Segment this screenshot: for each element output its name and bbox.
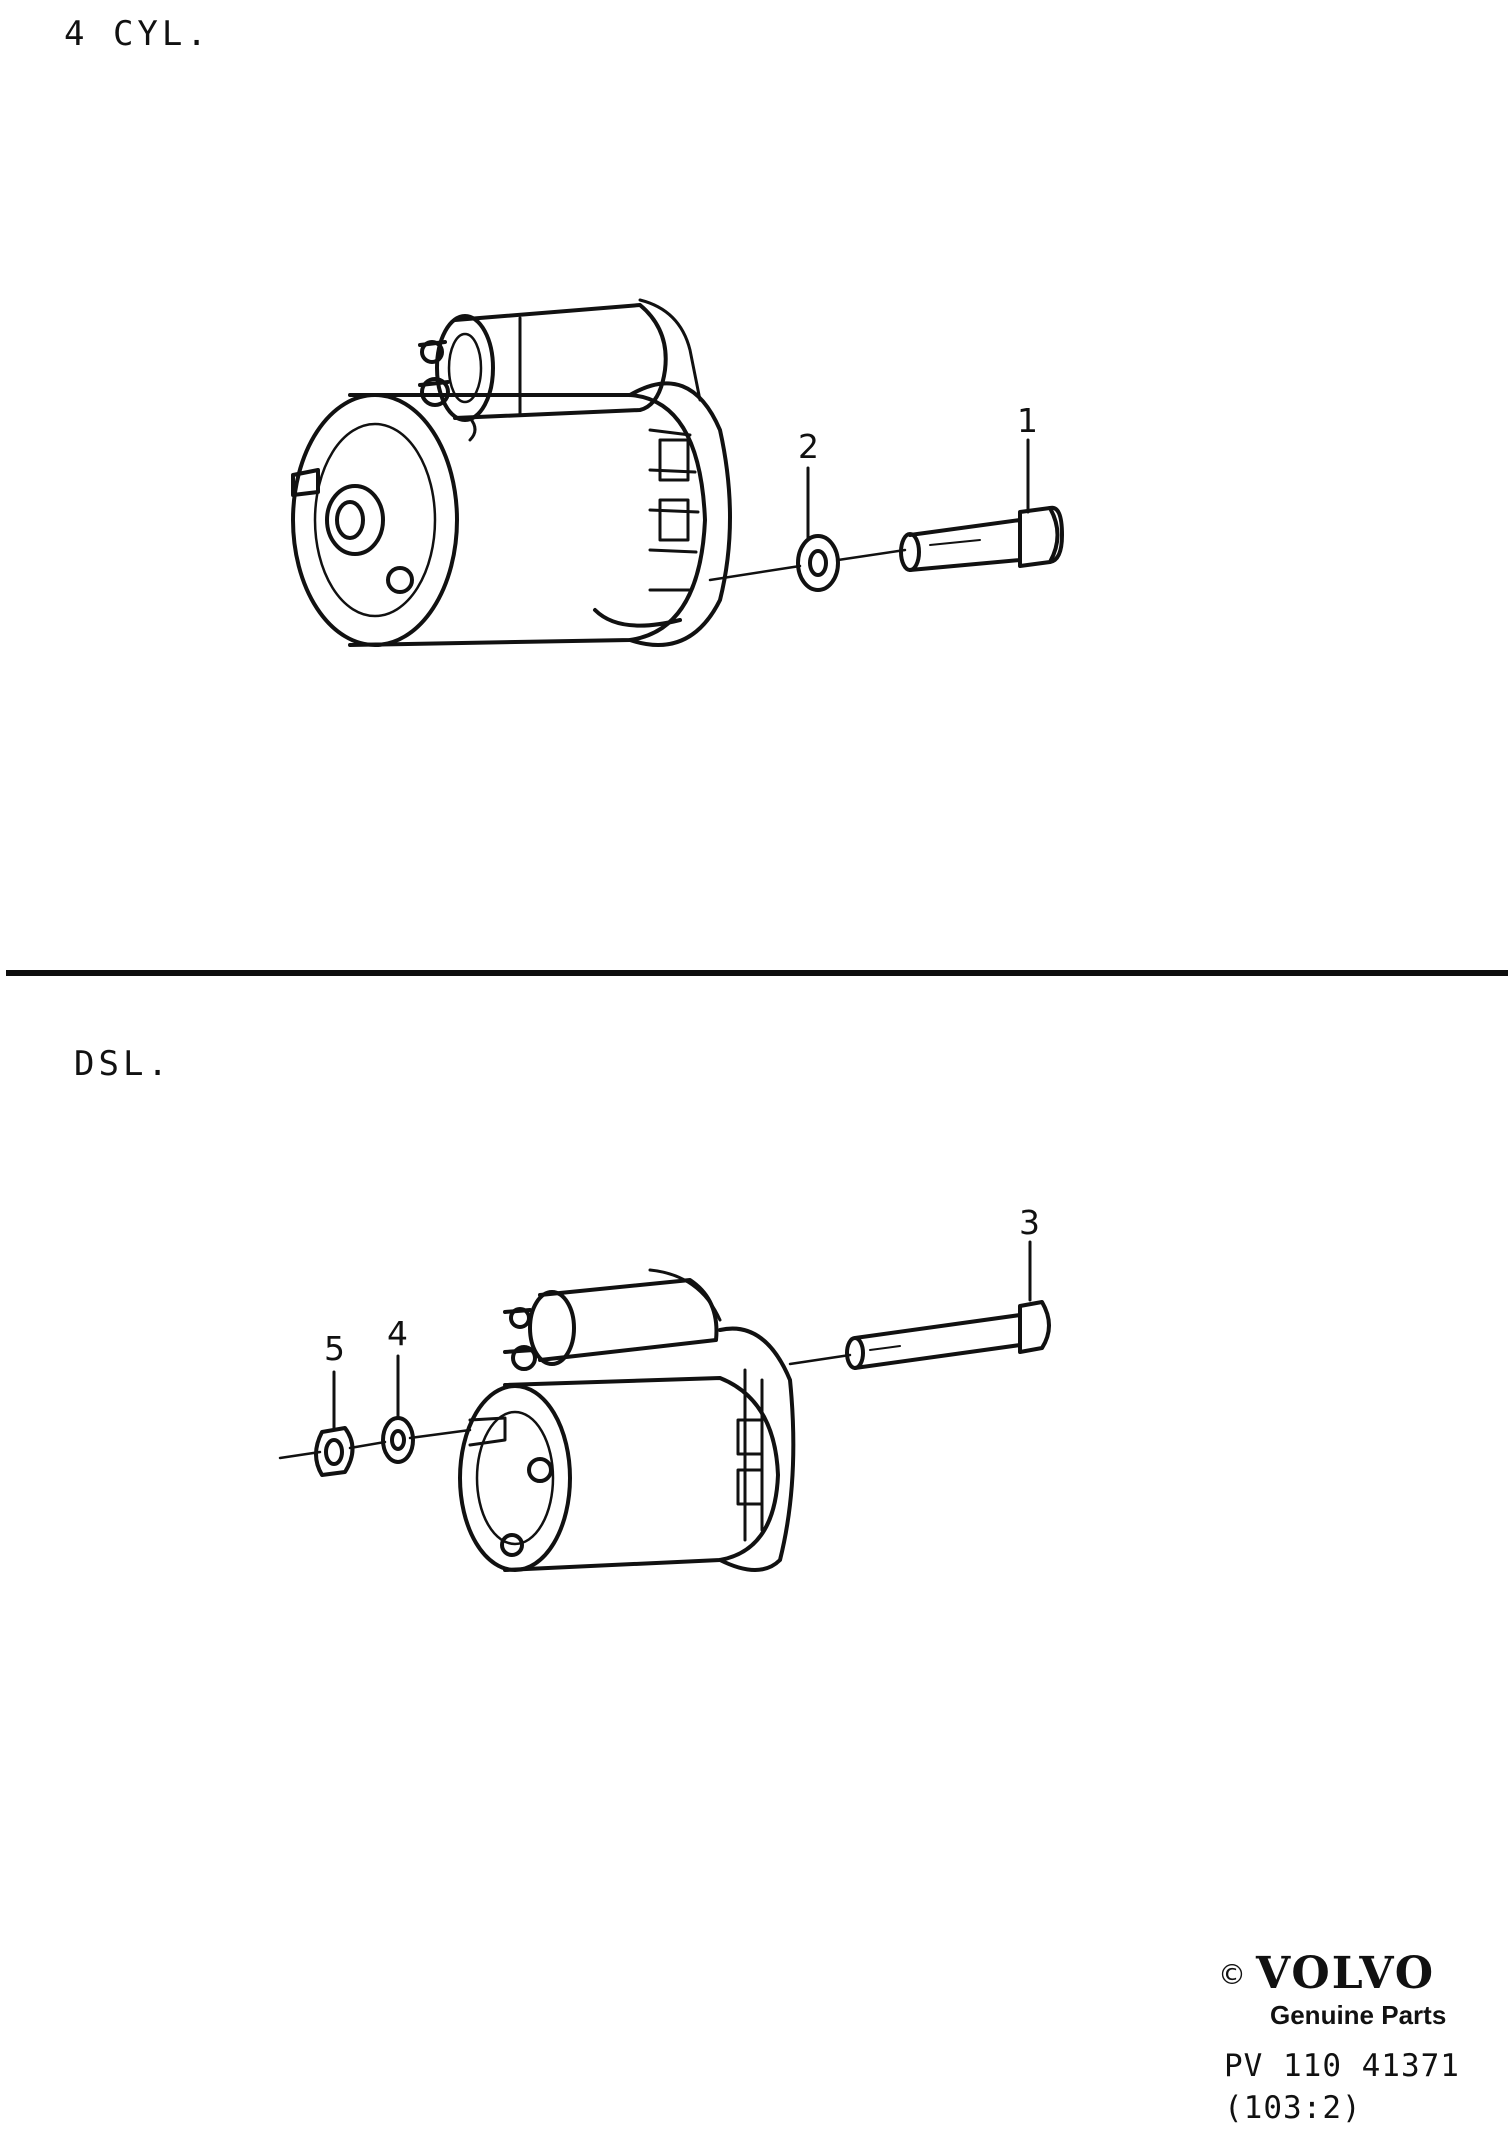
callout-3: 3 xyxy=(1019,1203,1040,1242)
starter-motor-4cyl xyxy=(291,298,732,647)
nut-item-5 xyxy=(314,1426,355,1477)
volvo-wordmark: VOLVO xyxy=(1256,1948,1436,1999)
washer-item-2 xyxy=(796,534,840,592)
page-reference: (103:2) xyxy=(1224,2090,1362,2126)
section-divider xyxy=(6,970,1508,976)
section-title-4cyl: 4 CYL. xyxy=(64,14,211,54)
section-title-dsl: DSL. xyxy=(74,1044,172,1084)
callout-2: 2 xyxy=(798,427,819,466)
part-reference-number: PV 110 41371 xyxy=(1224,2048,1460,2084)
callout-1: 1 xyxy=(1017,401,1038,440)
assembly-axis-bottom xyxy=(278,1353,852,1460)
copyright-mark: © xyxy=(1218,1958,1246,1991)
washer-item-4 xyxy=(381,1416,415,1464)
callout-5: 5 xyxy=(324,1329,345,1368)
starter-motor-dsl xyxy=(458,1268,796,1572)
genuine-parts-tagline: Genuine Parts xyxy=(1270,2000,1447,2030)
bolt-item-3 xyxy=(845,1300,1051,1370)
volvo-logo-block: © VOLVO Genuine Parts PV 110 41371 (103:… xyxy=(1218,1948,1498,2138)
bolt-item-1 xyxy=(899,505,1064,572)
assembly-axis-top xyxy=(708,548,907,582)
callout-4: 4 xyxy=(387,1314,408,1353)
